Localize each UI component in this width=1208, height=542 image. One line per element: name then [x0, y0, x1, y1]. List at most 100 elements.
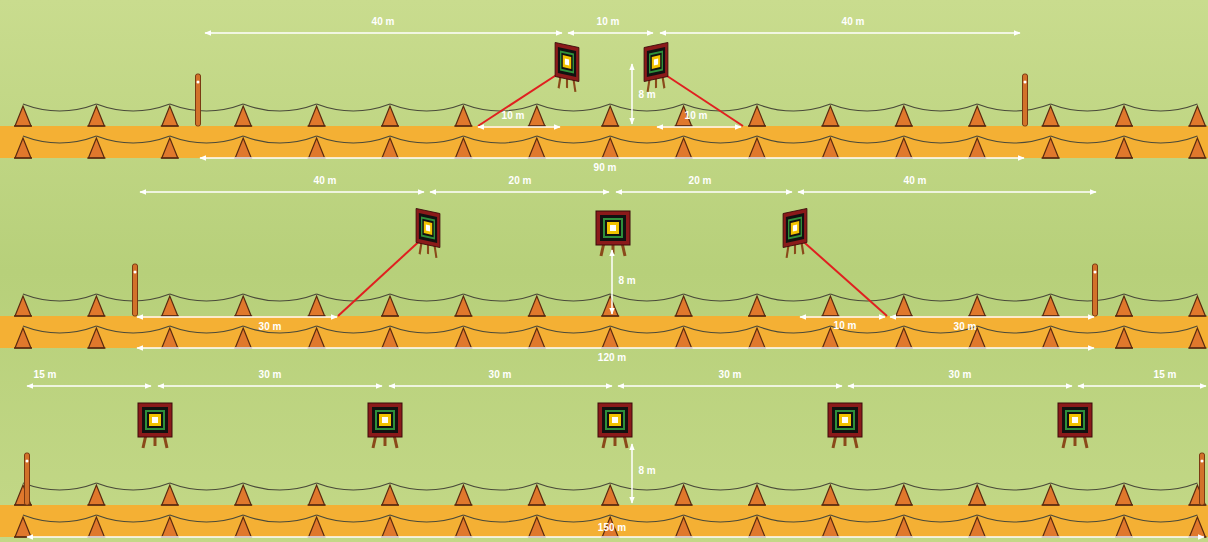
cone — [969, 485, 985, 505]
cone — [1043, 138, 1059, 158]
dimension-arrow — [660, 32, 1020, 34]
rope — [537, 515, 610, 522]
rope — [1124, 136, 1197, 143]
cone-base — [528, 504, 546, 506]
rope — [830, 136, 903, 143]
shooting-line-band — [0, 505, 1208, 537]
rope — [390, 483, 463, 490]
dimension-arrow — [140, 191, 424, 193]
shooting-line-band — [0, 316, 1208, 348]
cone-base — [14, 347, 32, 349]
rope — [757, 136, 830, 143]
cone — [822, 485, 838, 505]
cone — [602, 328, 618, 348]
cone-base — [821, 504, 839, 506]
cone — [1116, 328, 1132, 348]
archery-target — [138, 403, 172, 448]
cone — [382, 138, 398, 158]
cone — [309, 485, 325, 505]
cone — [162, 328, 178, 348]
cone-base — [161, 157, 179, 159]
dimension-arrow — [1078, 385, 1206, 387]
archery-target — [783, 208, 807, 258]
cone — [1116, 106, 1132, 126]
dimension-label: 15 m — [34, 369, 57, 381]
rope — [904, 136, 977, 143]
dimension-label: 10 m — [502, 110, 525, 122]
rope — [977, 515, 1050, 522]
rope — [1051, 483, 1124, 490]
dimension-label: 40 m — [372, 16, 395, 28]
dimension-label: 40 m — [314, 175, 337, 187]
cone-base — [1115, 504, 1133, 506]
rope — [1051, 104, 1124, 111]
rope — [1124, 326, 1197, 333]
cone-base — [308, 504, 326, 506]
rope — [757, 326, 830, 333]
cone-base — [1042, 504, 1060, 506]
cone-base — [1042, 157, 1060, 159]
post — [196, 74, 201, 126]
rope — [243, 515, 316, 522]
rope — [977, 483, 1050, 490]
rope — [390, 136, 463, 143]
dimension-label: 8 m — [638, 89, 655, 101]
cone-base — [748, 125, 766, 127]
rope — [830, 104, 903, 111]
cone — [88, 138, 104, 158]
rope — [684, 483, 757, 490]
dimension-arrow — [27, 385, 151, 387]
cone — [162, 296, 178, 316]
rope — [684, 294, 757, 301]
rope — [1124, 294, 1197, 301]
cone — [382, 106, 398, 126]
cone-base — [748, 315, 766, 317]
cone — [1043, 328, 1059, 348]
rope — [23, 294, 96, 301]
rope — [317, 104, 390, 111]
rope — [243, 104, 316, 111]
cone — [1189, 106, 1205, 126]
sight-line — [478, 70, 564, 126]
rope — [317, 483, 390, 490]
rope — [317, 326, 390, 333]
cone — [382, 517, 398, 537]
rope — [23, 483, 96, 490]
rope — [610, 104, 683, 111]
cone — [455, 106, 471, 126]
dimension-label: 8 m — [618, 275, 635, 287]
rope — [610, 515, 683, 522]
sight-line — [338, 236, 425, 316]
cone-base — [161, 504, 179, 506]
rope — [1051, 515, 1124, 522]
cone — [529, 517, 545, 537]
cone — [749, 106, 765, 126]
cone — [529, 138, 545, 158]
cone — [896, 328, 912, 348]
rope — [463, 294, 536, 301]
dimension-label: 30 m — [489, 369, 512, 381]
cone — [1189, 328, 1205, 348]
rope — [390, 326, 463, 333]
rope — [243, 136, 316, 143]
cone-base — [675, 504, 693, 506]
rope — [977, 104, 1050, 111]
dimension-label: 15 m — [1154, 369, 1177, 381]
cone — [1043, 106, 1059, 126]
rope — [1124, 104, 1197, 111]
cone — [1116, 296, 1132, 316]
dimension-arrow — [800, 316, 885, 318]
cone — [969, 106, 985, 126]
cone-base — [1115, 125, 1133, 127]
cone — [455, 138, 471, 158]
cone — [1043, 296, 1059, 316]
rope — [23, 515, 96, 522]
cone-base — [1188, 125, 1206, 127]
cone — [969, 517, 985, 537]
cone — [88, 328, 104, 348]
rope — [610, 294, 683, 301]
cone — [822, 138, 838, 158]
dimension-arrow — [631, 64, 633, 124]
rope — [23, 104, 96, 111]
cone — [676, 328, 692, 348]
